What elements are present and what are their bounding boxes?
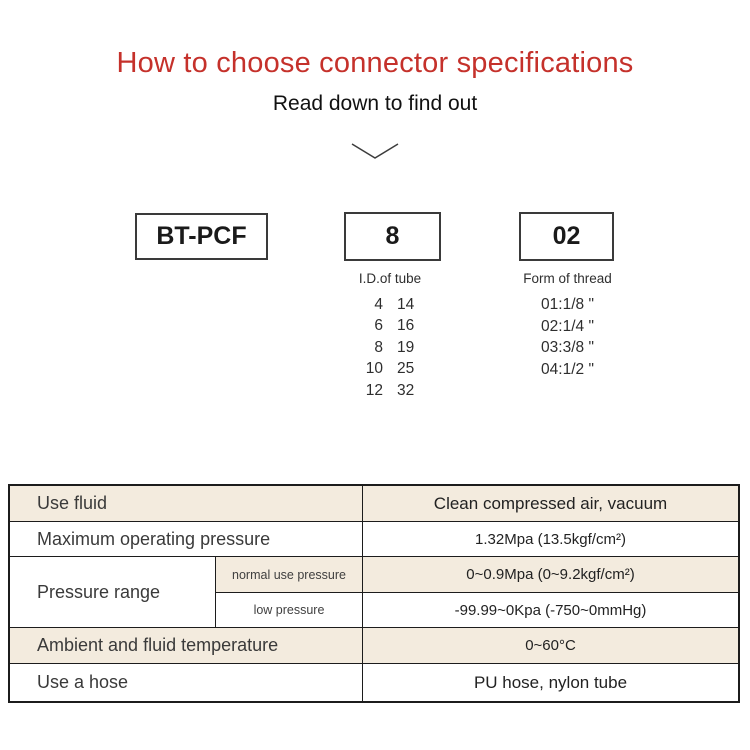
tube-option-value: 6 <box>374 317 383 335</box>
spec-sublabel-low-pressure: low pressure <box>216 593 363 628</box>
tube-option-row: 8 19 <box>330 337 450 359</box>
spec-label-use-fluid: Use fluid <box>10 486 363 522</box>
tube-option-value: 32 <box>397 381 415 399</box>
spec-value-temperature: 0~60°C <box>363 628 738 664</box>
tube-option-row: 6 16 <box>330 316 450 338</box>
page-subtitle: Read down to find out <box>272 92 478 115</box>
tube-option-value: 14 <box>397 295 415 313</box>
spec-sublabel-normal-pressure: normal use pressure <box>216 557 363 593</box>
tube-option-value: 16 <box>397 317 415 335</box>
thread-option: 03:3/8 " <box>541 339 594 356</box>
thread-option: 02:1/4 " <box>541 317 594 335</box>
tube-option-value: 10 <box>365 360 383 378</box>
spec-label-temperature: Ambient and fluid temperature <box>10 628 363 664</box>
model-code-series-box: BT-PCF <box>135 213 268 260</box>
tube-option-value: 12 <box>365 381 383 399</box>
spec-label-max-pressure: Maximum operating pressure <box>10 522 363 557</box>
spec-value-low-pressure: -99.99~0Kpa (-750~0mmHg) <box>363 593 738 628</box>
tube-size-options: 4 14 6 16 8 19 10 25 12 32 <box>330 294 450 402</box>
model-code-series: BT-PCF <box>156 222 247 250</box>
model-code-tube-box: 8 <box>344 212 441 261</box>
tube-option-value: 25 <box>397 360 415 378</box>
spec-label-pressure-range: Pressure range <box>10 557 216 628</box>
spec-value-normal-pressure: 0~0.9Mpa (0~9.2kgf/cm²) <box>363 557 738 593</box>
spec-value-use-fluid: Clean compressed air, vacuum <box>363 486 738 522</box>
spec-value-hose: PU hose, nylon tube <box>473 672 628 692</box>
model-code-thread-box: 02 <box>519 212 614 261</box>
tube-option-value: 4 <box>374 295 383 313</box>
page-title: How to choose connector specifications <box>116 47 634 79</box>
tube-box-caption: I.D.of tube <box>358 271 422 286</box>
thread-option: 04:1/2 " <box>541 360 594 378</box>
thread-box-caption: Form of thread <box>523 271 612 286</box>
tube-option-row: 4 14 <box>330 294 450 316</box>
spec-table: Use fluid Clean compressed air, vacuum M… <box>8 484 740 703</box>
thread-option: 01:1/8 " <box>541 296 594 313</box>
tube-option-row: 10 25 <box>330 359 450 381</box>
model-code-tube: 8 <box>385 222 400 250</box>
tube-option-value: 19 <box>397 338 415 356</box>
spec-value-max-pressure: 1.32Mpa (13.5kgf/cm²) <box>363 522 738 557</box>
spec-label-hose: Use a hose <box>10 664 363 701</box>
tube-option-row: 12 32 <box>330 380 450 402</box>
thread-form-options: 01:1/8 " 02:1/4 " 03:3/8 " 04:1/2 " <box>495 294 640 380</box>
tube-option-value: 8 <box>374 338 383 356</box>
chevron-down-icon <box>351 143 399 159</box>
model-code-thread: 02 <box>552 222 581 250</box>
